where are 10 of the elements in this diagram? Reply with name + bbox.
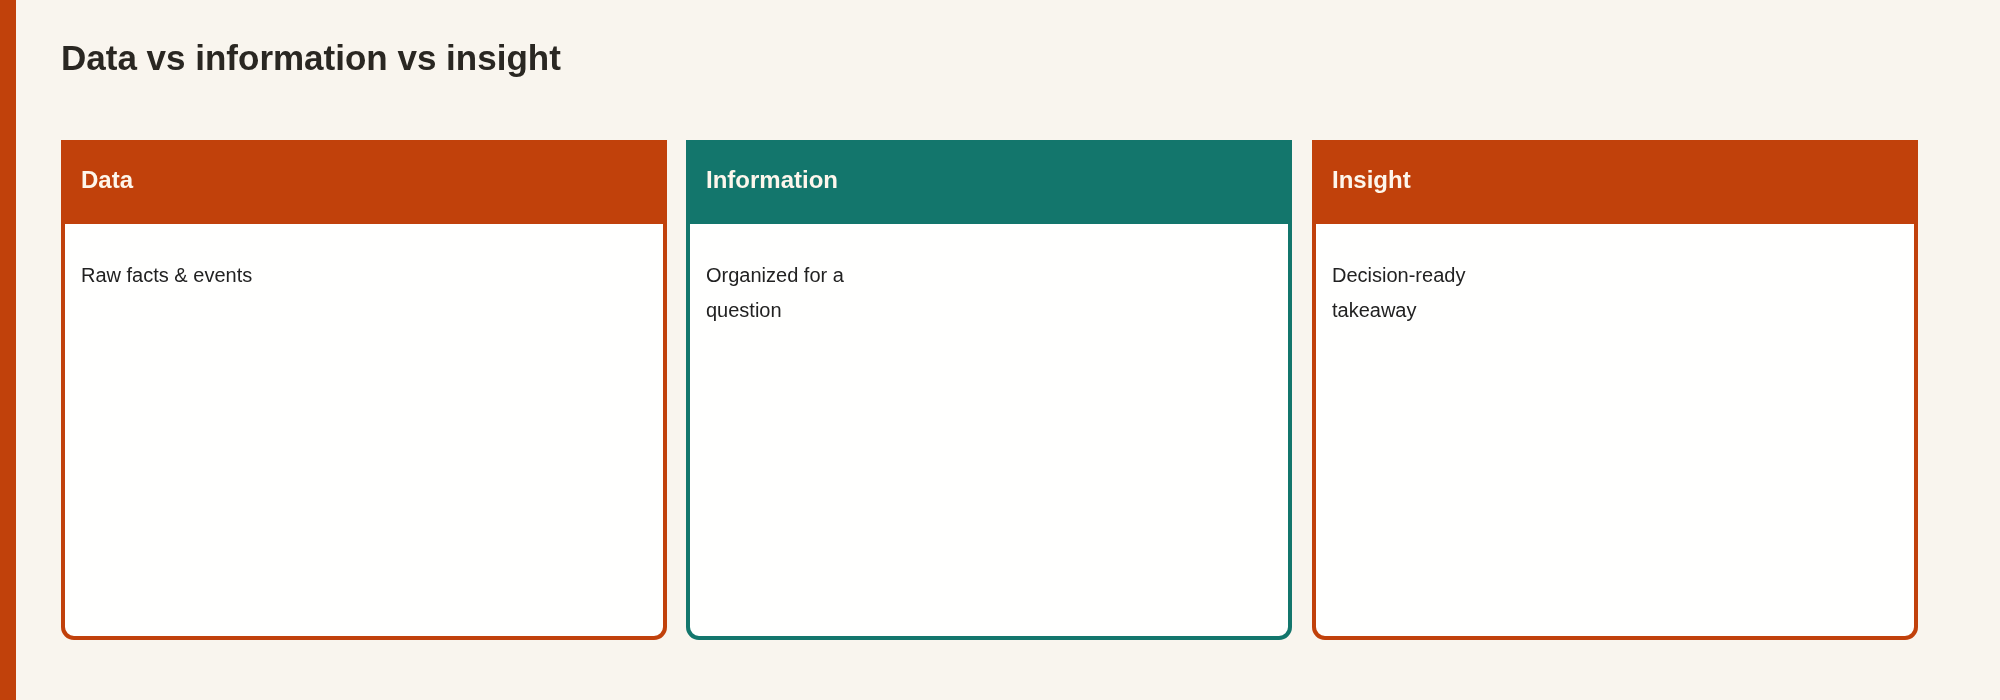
card-title: Insight xyxy=(1332,166,1411,194)
info-card xyxy=(686,140,1292,640)
info-card xyxy=(61,140,667,640)
card-text: Raw facts & events xyxy=(81,263,253,288)
card-text: Organized for a question xyxy=(706,263,845,323)
card-title: Information xyxy=(706,166,838,194)
diagram-title: Data vs information vs insight xyxy=(61,38,561,78)
card-text: Decision-ready takeaway xyxy=(1332,263,1467,323)
card-title: Data xyxy=(81,166,134,194)
info-card xyxy=(1312,140,1918,640)
